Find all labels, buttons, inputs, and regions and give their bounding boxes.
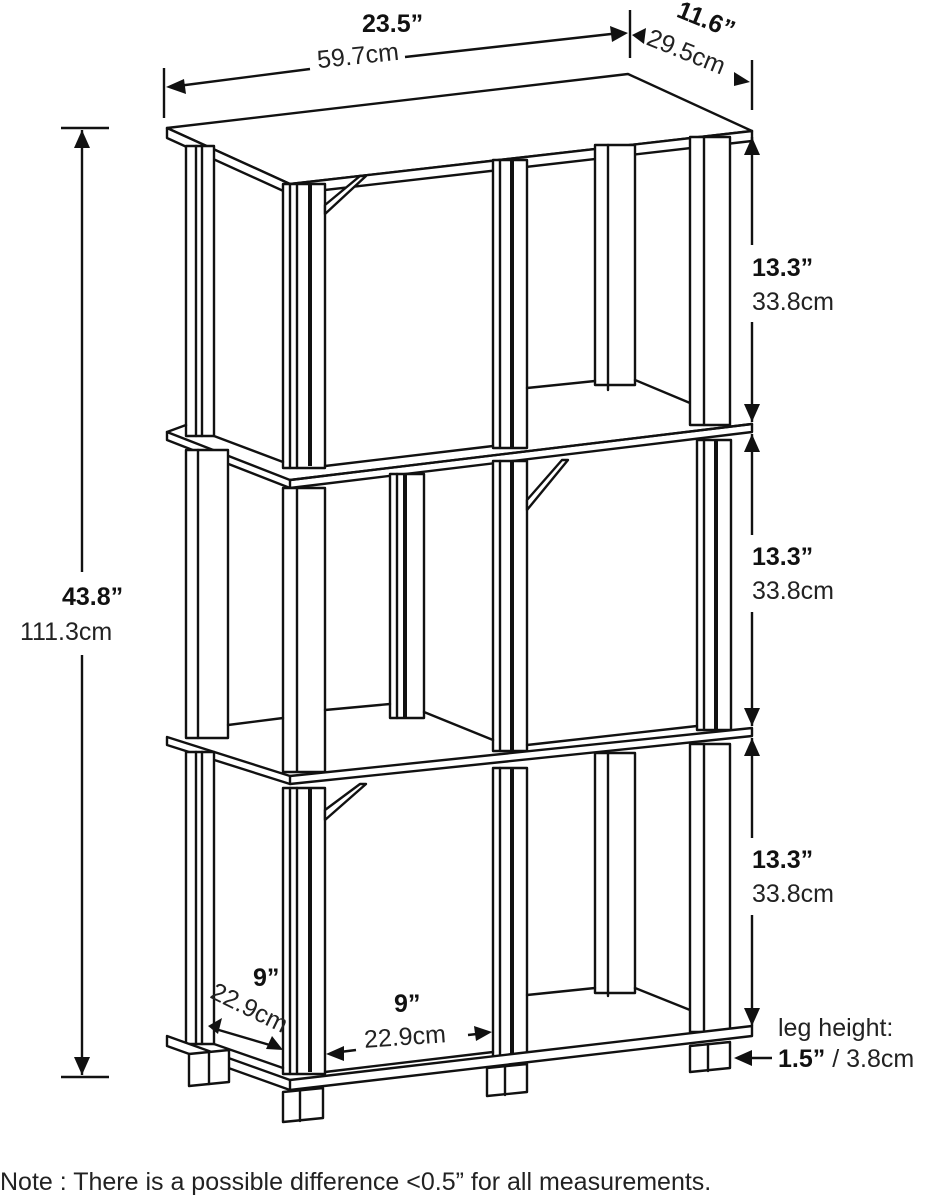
cube-depth-inches-label: 9” bbox=[253, 964, 280, 992]
tier3-cm-label: 33.8cm bbox=[752, 880, 834, 908]
tier1-cm-label: 33.8cm bbox=[752, 288, 834, 316]
shelf-1 bbox=[165, 422, 754, 490]
height-cm-label: 111.3cm bbox=[20, 618, 113, 646]
leg-cm-label: 3.8cm bbox=[846, 1045, 915, 1073]
cube-width-cm-label: 22.9cm bbox=[363, 1020, 447, 1054]
leg-inches-label: 1.5” bbox=[778, 1045, 826, 1073]
measurement-note: Note : There is a possible difference <0… bbox=[0, 1168, 712, 1196]
tier2-inches-label: 13.3” bbox=[752, 543, 814, 571]
width-dimension-line bbox=[162, 10, 632, 118]
leg-height-value: 1.5” / 3.8cm bbox=[778, 1047, 914, 1072]
height-inches-label: 43.8” bbox=[62, 583, 124, 611]
tier3-inches-label: 13.3” bbox=[752, 846, 814, 874]
tier1-inches-label: 13.3” bbox=[752, 254, 814, 282]
top-board bbox=[165, 72, 754, 196]
height-dimension-line bbox=[61, 126, 109, 1079]
shelf-2 bbox=[165, 726, 754, 786]
tier3-posts bbox=[184, 742, 732, 1076]
tier2-posts bbox=[184, 438, 733, 774]
depth-dimension-line bbox=[632, 28, 754, 110]
legs bbox=[187, 1040, 732, 1124]
tier1-posts bbox=[184, 135, 732, 470]
tier-dimension-lines bbox=[744, 137, 760, 1026]
tier2-cm-label: 33.8cm bbox=[752, 577, 834, 605]
cube-dimension-lines bbox=[208, 1018, 492, 1061]
width-inches-label: 23.5” bbox=[362, 10, 424, 38]
cube-width-inches-label: 9” bbox=[394, 990, 421, 1018]
leg-dimension-arrow bbox=[734, 1050, 772, 1066]
leg-height-label: leg height: bbox=[778, 1014, 894, 1042]
bottom-board bbox=[165, 1024, 754, 1092]
leg-separator: / bbox=[825, 1045, 847, 1073]
